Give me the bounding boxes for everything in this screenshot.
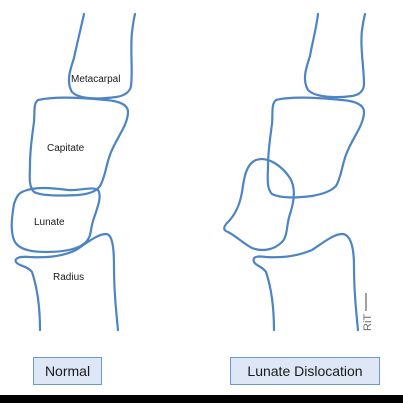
rit-logo-tagline-mark — [365, 293, 367, 311]
rit-logo-text: RiT — [362, 314, 374, 331]
dislocated-metacarpal-bone — [303, 12, 367, 99]
metacarpal-label: Metacarpal — [71, 74, 120, 85]
normal-capitate-bone — [28, 96, 130, 197]
normal-radius-bone — [14, 232, 120, 332]
dislocated-capitate-bone — [266, 96, 366, 199]
rit-logo: RiT — [362, 293, 374, 331]
dislocated-wrist — [223, 12, 367, 332]
caption-lunate-dislocation: Lunate Dislocation — [230, 357, 380, 385]
caption-normal: Normal — [33, 357, 102, 385]
lunate-label: Lunate — [34, 217, 65, 228]
bottom-bar — [0, 395, 403, 403]
dislocated-lunate-bone — [223, 158, 295, 252]
dislocated-radius-bone — [252, 232, 360, 332]
capitate-label: Capitate — [47, 143, 85, 154]
normal-wrist: Metacarpal Capitate Lunate Radius — [10, 12, 137, 332]
radius-label: Radius — [53, 272, 84, 283]
normal-metacarpal-bone — [67, 12, 137, 100]
